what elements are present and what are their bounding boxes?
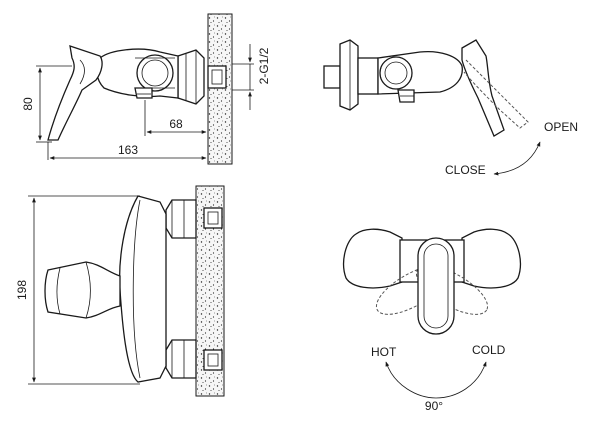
side-view: [47, 13, 233, 165]
wall-fitting: [207, 65, 227, 89]
central-lever: [417, 237, 455, 335]
rotation-arrow: [385, 361, 487, 399]
left-cap: [342, 228, 403, 289]
close-label: CLOSE: [445, 163, 486, 177]
dim-163-label: 163: [118, 143, 138, 157]
dim-198-label: 198: [15, 280, 29, 300]
lever-open: [461, 39, 505, 137]
fitting-upper: [203, 207, 223, 229]
dim-68-label: 68: [169, 117, 183, 131]
right-cap: [461, 228, 522, 289]
dimension-thread: 2-G1/2: [232, 44, 271, 110]
wall-section-top: [207, 13, 233, 165]
front-view: [44, 185, 225, 397]
hot-label: HOT: [371, 345, 397, 359]
front-lever: [44, 261, 121, 319]
lever-closed: [463, 59, 529, 129]
dimension-80: 80: [21, 65, 72, 143]
nut-right: [357, 57, 379, 95]
flange-nut: [177, 49, 205, 105]
lever-handle: [47, 45, 103, 141]
dimension-198: 198: [15, 195, 140, 385]
front-body: [118, 195, 167, 383]
dimension-68: 68: [144, 100, 209, 136]
pipe-stub: [323, 65, 341, 89]
cold-label: COLD: [472, 343, 506, 357]
dimension-163: 163: [47, 142, 207, 160]
nut-upper: [165, 199, 197, 239]
angle-label: 90°: [425, 399, 443, 413]
fitting-lower: [203, 349, 223, 371]
dim-thread-label: 2-G1/2: [257, 47, 271, 84]
open-close-arrow: [493, 141, 541, 176]
outlet-spout: [134, 87, 153, 99]
top-view-rotation: HOT COLD 90°: [342, 228, 522, 413]
flange-right: [339, 39, 359, 111]
open-label: OPEN: [544, 120, 578, 134]
nut-lower: [165, 339, 197, 379]
lever-operation-view: OPEN CLOSE: [323, 39, 578, 177]
dim-80-label: 80: [21, 97, 35, 111]
